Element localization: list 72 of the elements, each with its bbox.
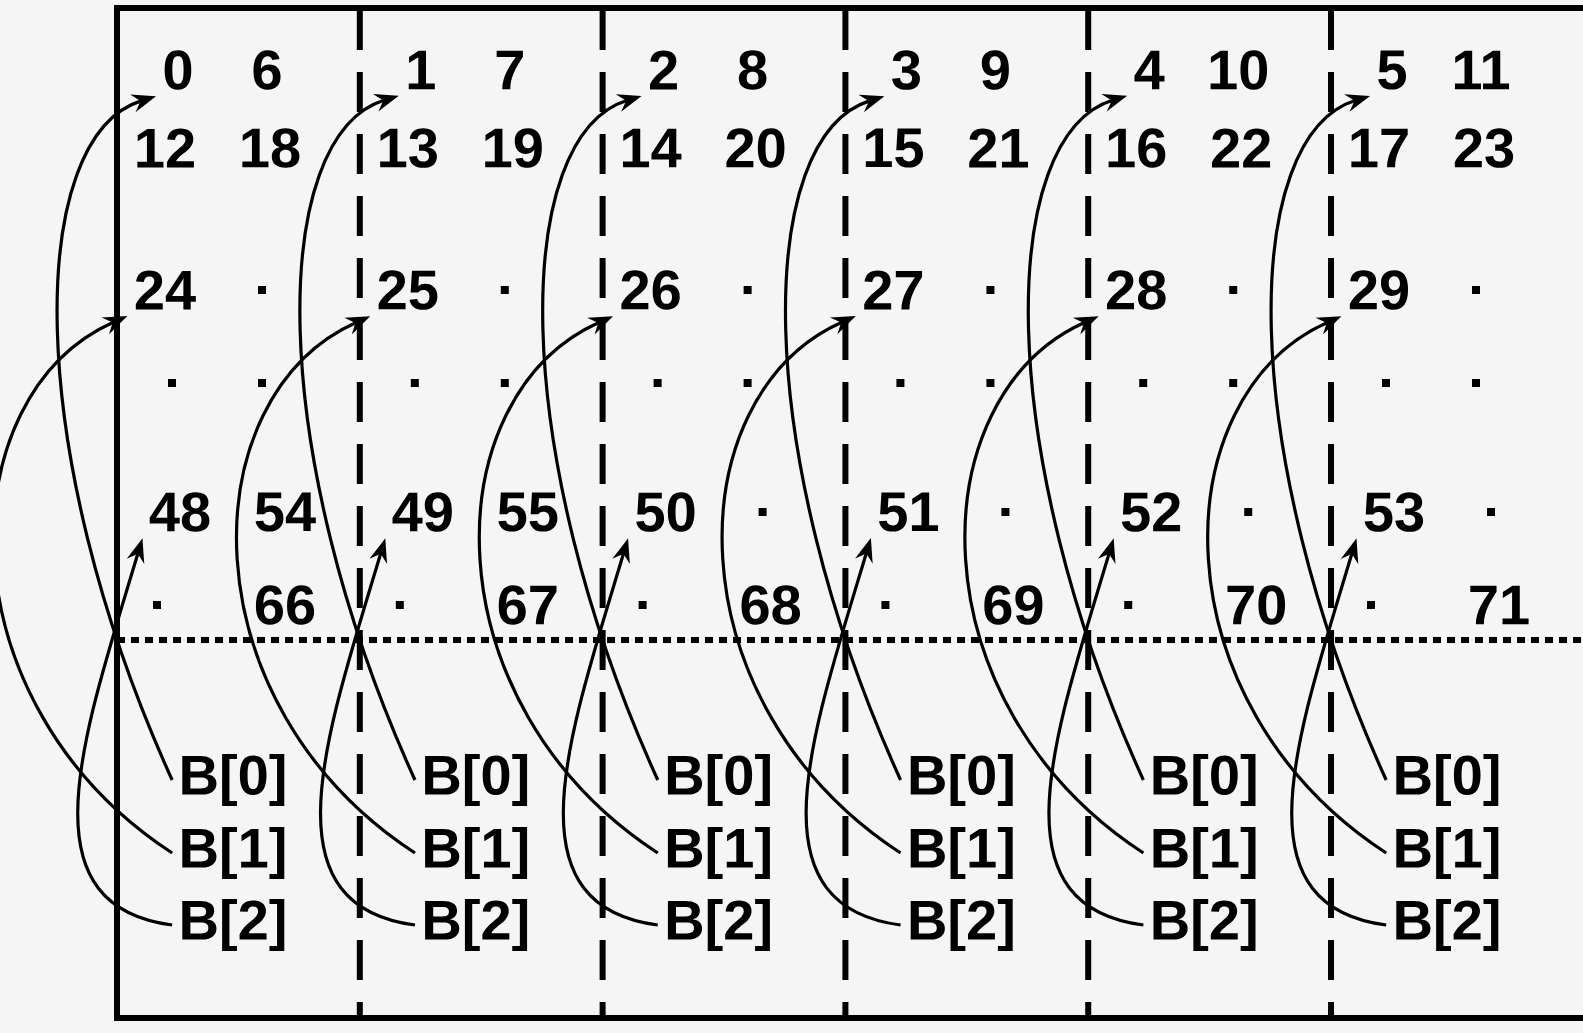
index-label: 16: [1108, 128, 1166, 168]
index-label: 10: [1210, 50, 1268, 90]
index-label: 53: [1364, 492, 1424, 532]
index-label: 11: [1454, 50, 1510, 90]
index-label: 22: [1212, 128, 1271, 168]
curved-arrow: [1269, 94, 1388, 781]
index-label: 4: [1134, 50, 1165, 90]
buffer-label: B[1]: [910, 826, 1013, 880]
buffer-label: B[0]: [182, 753, 285, 807]
curved-arrow: [964, 316, 1145, 855]
curved-arrow: [55, 94, 174, 781]
index-label: 21: [969, 128, 1028, 168]
buffer-label: B[1]: [1396, 826, 1499, 880]
buffer-label: B[1]: [667, 826, 770, 880]
index-label: 7: [496, 50, 523, 90]
index-label: 71: [1470, 585, 1529, 625]
buffer-label: B[0]: [425, 753, 528, 807]
index-label: 20: [726, 128, 785, 168]
curved-arrow: [541, 94, 660, 781]
index-label: 29: [1349, 270, 1409, 310]
index-label: 12: [137, 128, 194, 168]
buffer-label: B[2]: [1153, 898, 1256, 952]
buffer-label: B[1]: [182, 826, 285, 880]
index-label: 19: [485, 128, 542, 168]
index-label: 27: [864, 270, 923, 310]
index-label: 26: [621, 270, 680, 310]
buffer-label: B[2]: [425, 898, 528, 952]
index-label: 24: [135, 270, 196, 310]
curved-arrow: [478, 316, 659, 855]
curved-arrow: [1027, 94, 1145, 781]
curved-arrow: [784, 94, 903, 781]
curved-arrow: [1206, 316, 1388, 855]
index-label: 0: [164, 50, 192, 90]
index-label: 5: [1378, 50, 1407, 90]
index-label: 8: [738, 50, 767, 90]
buffer-label: B[1]: [1153, 826, 1256, 880]
index-label: 17: [1351, 128, 1408, 168]
index-label: 48: [149, 492, 210, 532]
buffer-label: B[1]: [425, 826, 528, 880]
index-label: 6: [253, 50, 281, 90]
index-label: 49: [392, 492, 452, 532]
index-label: 51: [879, 492, 938, 532]
index-label: 23: [1454, 128, 1514, 168]
buffer-label: B[0]: [667, 753, 770, 807]
index-label: 67: [498, 585, 557, 625]
index-label: 70: [1227, 585, 1286, 625]
index-label: 66: [255, 585, 315, 625]
index-label: 2: [650, 50, 677, 90]
index-label: 13: [380, 128, 437, 168]
buffer-label: B[2]: [667, 898, 770, 952]
index-label: 1: [408, 50, 435, 90]
buffer-label: B[2]: [1396, 898, 1499, 952]
index-label: 68: [741, 585, 801, 625]
index-label: 18: [242, 128, 300, 168]
index-label: 54: [255, 492, 316, 532]
buffer-label: B[2]: [910, 898, 1013, 952]
buffer-label: B[0]: [910, 753, 1013, 807]
index-label: 25: [378, 270, 438, 310]
index-label: 69: [984, 585, 1043, 625]
index-label: 50: [636, 492, 695, 532]
index-label: 15: [865, 128, 923, 168]
index-label: 14: [623, 128, 682, 168]
index-label: 9: [981, 50, 1009, 90]
buffer-label: B[0]: [1396, 753, 1499, 807]
index-label: 55: [498, 492, 558, 532]
buffer-label: B[0]: [1153, 753, 1256, 807]
index-label: 52: [1121, 492, 1181, 532]
index-label: 28: [1107, 270, 1166, 310]
curved-arrow: [235, 316, 416, 855]
buffer-label: B[2]: [182, 898, 285, 952]
curved-arrow: [298, 94, 417, 781]
index-label: 3: [892, 50, 920, 90]
